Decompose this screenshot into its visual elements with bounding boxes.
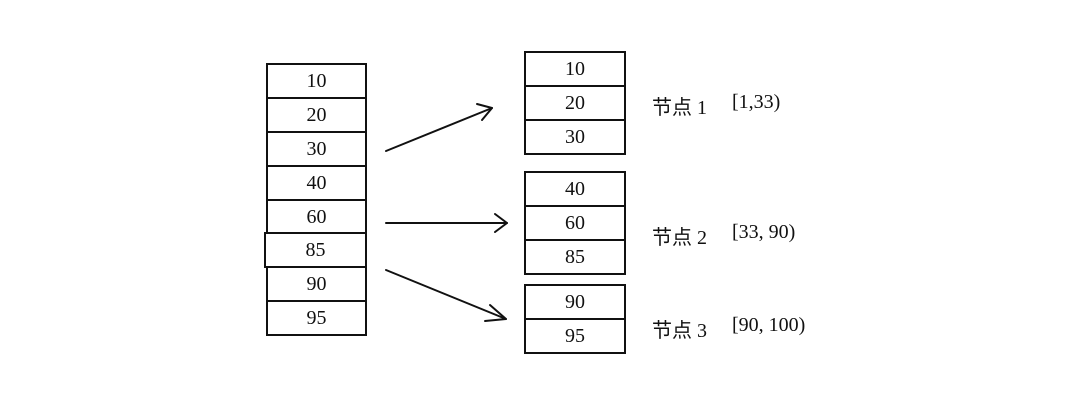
node-3-range: [90, 100) [732,314,806,336]
arrowhead-node-1 [476,103,493,121]
node-2-name: 节点 2 [652,227,707,249]
source-cell: 95 [266,300,367,336]
source-cell: 10 [266,63,367,99]
source-cell: 85 [264,232,367,268]
node-1-name: 节点 1 [652,97,707,119]
node-1-range: [1,33) [732,91,781,113]
node-3-name: 节点 3 [652,320,707,342]
arrowhead-node-3 [484,304,507,322]
node-cell: 90 [524,284,626,320]
node-cell: 20 [524,85,626,121]
source-cell: 90 [266,266,367,302]
source-cell: 30 [266,131,367,167]
node-cell: 95 [524,318,626,354]
node-cell: 60 [524,205,626,241]
node-cell: 85 [524,239,626,275]
node-2-range: [33, 90) [732,221,796,243]
source-cell: 60 [266,199,367,235]
arrow-to-node-3 [385,269,507,320]
arrowhead-node-2 [494,213,508,233]
node-cell: 30 [524,119,626,155]
arrow-to-node-1 [385,107,493,152]
node-cell: 40 [524,171,626,207]
